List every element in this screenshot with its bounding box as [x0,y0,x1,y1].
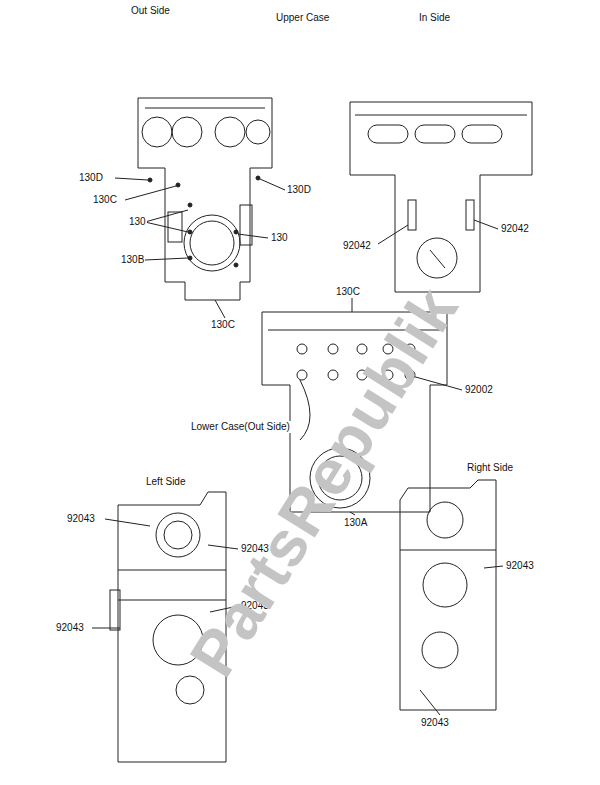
view-label: Lower Case(Out Side) [190,421,291,433]
view-label: Right Side [466,462,514,474]
callout-number: 92042 [500,223,530,235]
callout-number: 130C [92,194,118,206]
callout-number: 92042 [342,240,372,252]
callout-number: 130B [120,254,145,266]
callout-number: 130A [343,517,368,529]
callout-number: 130 [128,216,147,228]
callout-number: 92043 [66,513,96,525]
callout-number: 130C [335,286,361,298]
callout-number: 130 [270,232,289,244]
callout-number: 130D [78,172,104,184]
upper-case-outside [115,98,285,318]
callout-number: 130C [210,319,236,331]
crankcase-right-side [400,480,503,715]
view-label: Out Side [130,5,171,17]
callout-number: 92002 [464,384,494,396]
callout-number: 130D [286,184,312,196]
callout-number: 92043 [420,717,450,729]
watermark: PartsRepublik [175,274,473,689]
callout-number: 92043 [55,622,85,634]
callout-number: 92043 [505,560,535,572]
view-label: In Side [418,12,451,24]
view-label: Left Side [145,476,186,488]
upper-case-inside [350,102,532,292]
view-label: Upper Case [275,12,330,24]
